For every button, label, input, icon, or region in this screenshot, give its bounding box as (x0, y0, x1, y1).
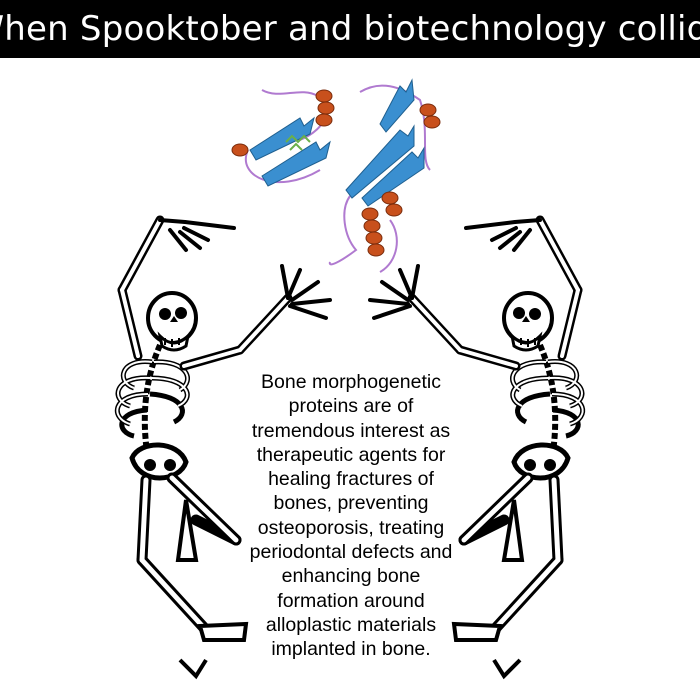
caption-line: implanted in bone. (271, 638, 431, 661)
caption-line: osteoporosis, treating (257, 516, 445, 539)
caption-line: bones, preventing (273, 492, 429, 515)
page-title: When Spooktober and biotechnology collid… (0, 9, 700, 49)
title-bar: When Spooktober and biotechnology collid… (0, 0, 700, 58)
caption-line: tremendous interest as (251, 419, 451, 442)
caption-line: healing fractures of (268, 468, 434, 491)
caption-line: therapeutic agents for (256, 443, 446, 466)
caption-line: Bone morphogenetic (261, 371, 441, 393)
caption-line: periodontal defects and (249, 541, 453, 564)
caption-line: enhancing bone (281, 565, 421, 588)
caption-line: formation around (277, 589, 425, 612)
caption-line: alloplastic materials (265, 613, 437, 636)
bmp-caption: Bone morphogenetic proteins are of treme… (246, 370, 456, 662)
caption-line: proteins are of (288, 395, 414, 418)
protein-structure-icon (231, 78, 441, 273)
